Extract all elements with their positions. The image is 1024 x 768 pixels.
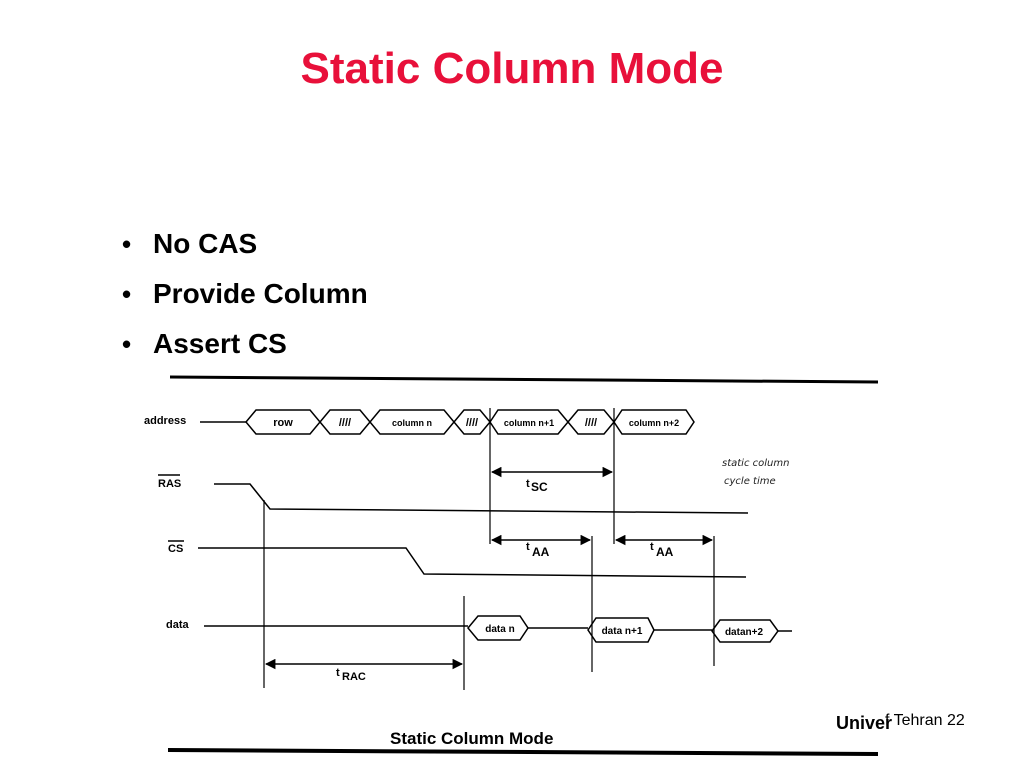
- bottom-rule: [167, 748, 879, 756]
- tsc-label: t: [526, 478, 530, 490]
- taa-label-2: t: [650, 541, 654, 553]
- timing-reference-lines: [263, 408, 715, 690]
- diagram-caption: Static Column Mode: [390, 729, 553, 748]
- top-rule: [169, 375, 879, 384]
- bullet-item: • Provide Column: [118, 276, 368, 326]
- tsc-subscript: SC: [531, 480, 548, 494]
- taa-label-1: t: [526, 541, 530, 553]
- bullet-dot-icon: •: [122, 229, 132, 259]
- bullet-text: Provide Column: [153, 278, 368, 309]
- address-box-column-n1: column n+1: [504, 418, 554, 428]
- address-box-dont-care: ////: [466, 417, 478, 429]
- signal-label-cs: CS: [168, 543, 183, 555]
- footer-fragment: Univer: [836, 713, 893, 733]
- handwritten-note-line1: static column: [722, 458, 789, 469]
- data-box-n2: datan+2: [725, 627, 764, 638]
- bullet-dot-icon: •: [122, 279, 132, 309]
- data-box-n: data n: [485, 624, 514, 635]
- cs-waveform: [198, 547, 747, 578]
- slide-footer: f Tehran 22: [885, 712, 965, 729]
- taa-subscript-2: AA: [656, 545, 674, 559]
- address-box-column-n: column n: [392, 418, 432, 428]
- signal-label-address: address: [144, 415, 186, 427]
- timing-diagram: address RAS CS data row //// column n //…: [138, 360, 888, 768]
- signal-label-ras: RAS: [158, 478, 181, 490]
- ras-waveform: [214, 483, 749, 514]
- signal-label-data: data: [166, 619, 190, 631]
- address-box-column-n2: column n+2: [629, 418, 679, 428]
- bullet-text: No CAS: [153, 228, 258, 259]
- bullet-item: • No CAS: [118, 226, 368, 276]
- bullet-list: • No CAS • Provide Column • Assert CS: [118, 226, 368, 376]
- address-box-dont-care: ////: [585, 417, 597, 429]
- handwritten-note-line2: cycle time: [724, 476, 776, 487]
- trac-label: t: [336, 667, 340, 679]
- trac-subscript: RAC: [342, 671, 366, 683]
- timing-diagram-svg: address RAS CS data row //// column n //…: [144, 375, 879, 756]
- bullet-text: Assert CS: [153, 328, 287, 359]
- taa-subscript-1: AA: [532, 545, 550, 559]
- address-box-dont-care: ////: [339, 417, 351, 429]
- data-box-n1: data n+1: [602, 626, 643, 637]
- bullet-item: • Assert CS: [118, 326, 368, 376]
- slide-title: Static Column Mode: [300, 44, 724, 93]
- data-waveform: [204, 615, 792, 643]
- bullet-dot-icon: •: [122, 329, 132, 359]
- address-box-row: row: [273, 417, 293, 429]
